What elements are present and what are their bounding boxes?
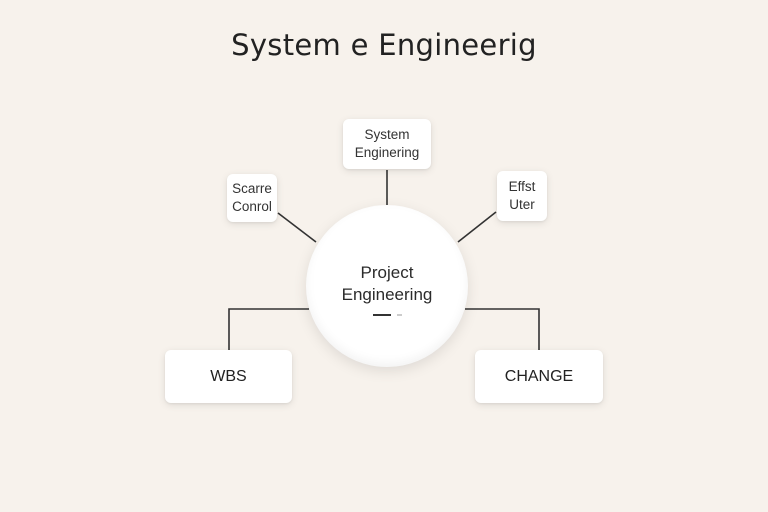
- hub-project-engineering[interactable]: Project Engineering: [306, 205, 468, 367]
- connector-bottom-right: [465, 308, 540, 350]
- hub-indicator-inactive: [396, 314, 402, 317]
- hub-indicator: [372, 314, 402, 317]
- node-change-label: CHANGE: [504, 367, 574, 385]
- diagram-title: System e Engineerig: [231, 28, 537, 62]
- connector-bottom-left: [228, 308, 309, 350]
- node-scarre-control[interactable]: Scarre Conrol: [227, 174, 277, 222]
- node-effst-uter-label: Effst Uter: [508, 178, 536, 212]
- node-wbs[interactable]: WBS: [165, 350, 292, 403]
- connector-left: [277, 212, 317, 243]
- hub-label-line2: Engineering: [341, 285, 433, 304]
- hub-label-line1: Project: [360, 262, 414, 282]
- node-system-engineering[interactable]: System Enginering: [343, 119, 431, 169]
- node-system-engineering-label: System Enginering: [354, 126, 420, 160]
- node-change[interactable]: CHANGE: [475, 350, 603, 403]
- hub-indicator-active: [372, 314, 391, 317]
- node-wbs-label: WBS: [210, 367, 247, 385]
- node-scarre-control-label: Scarre Conrol: [232, 180, 272, 214]
- node-effst-uter[interactable]: Effst Uter: [497, 171, 547, 221]
- connector-right: [457, 211, 497, 243]
